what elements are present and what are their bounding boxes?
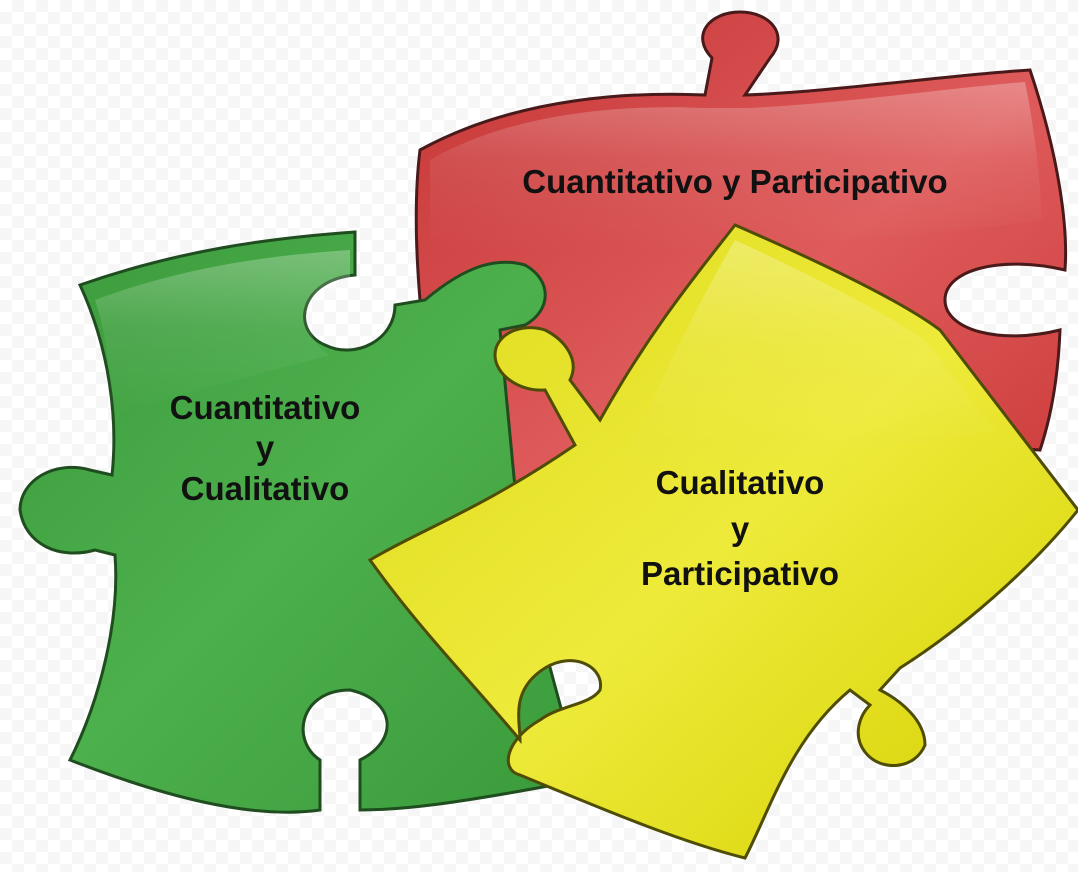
piece-yellow [367, 223, 1078, 860]
piece-green-line-3: Cualitativo [180, 469, 350, 507]
piece-yellow-label: Cualitativo y Participativo [570, 460, 910, 597]
piece-yellow-line-2: y [730, 509, 750, 547]
piece-red-label: Cuantitativo y Participativo [440, 160, 1030, 204]
piece-green-line-2: y [255, 429, 275, 467]
piece-yellow-line-3: Participativo [640, 555, 840, 593]
piece-yellow-line-1: Cualitativo [655, 464, 825, 501]
piece-green [18, 230, 582, 814]
piece-green-line-1: Cuantitativo [169, 389, 361, 426]
piece-green-label: Cuantitativo y Cualitativo [120, 388, 410, 509]
piece-red-line-1: Cuantitativo y Participativo [522, 163, 948, 200]
